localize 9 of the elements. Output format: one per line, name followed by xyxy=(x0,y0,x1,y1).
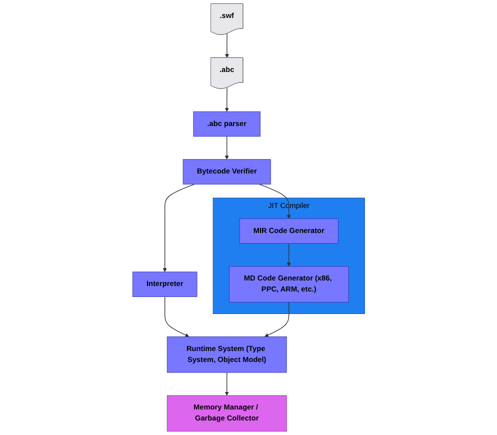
arrow xyxy=(258,184,291,219)
arrow xyxy=(286,243,291,267)
arrow xyxy=(264,302,290,337)
arrow xyxy=(224,33,229,58)
arrow xyxy=(224,372,229,396)
arrow xyxy=(224,87,229,112)
arrow xyxy=(162,184,195,272)
arrow xyxy=(224,136,229,160)
arrow xyxy=(164,296,190,337)
